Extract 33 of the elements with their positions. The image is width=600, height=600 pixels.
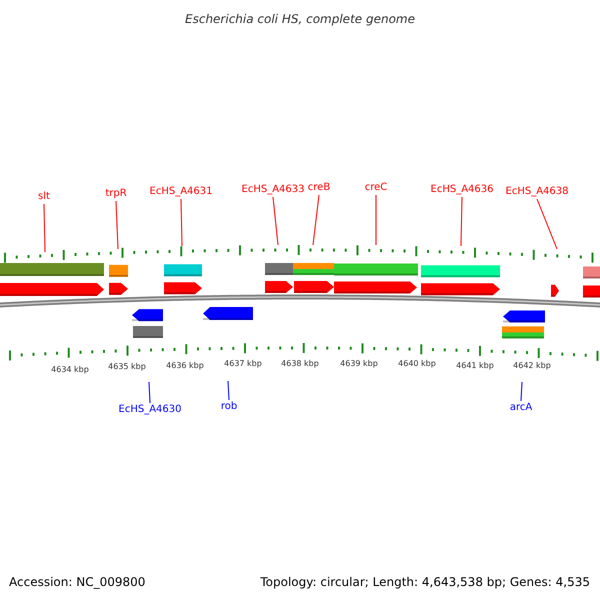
scale-label: 4639 kbp — [340, 359, 378, 369]
gene-label: rob — [220, 401, 238, 413]
gene-label: trpR — [105, 188, 127, 200]
leader-line — [44, 204, 46, 252]
scale-label: 4642 kbp — [513, 361, 551, 371]
leader-line — [116, 200, 118, 250]
scale-label: 4641 kbp — [456, 361, 494, 371]
leader-line — [536, 198, 558, 250]
scale-label: 4634 kbp — [51, 365, 89, 375]
scale-label: 4638 kbp — [281, 359, 319, 369]
gene-label: EcHS_A4630 — [118, 404, 182, 416]
gene-label: creC — [364, 182, 388, 194]
scale-label: 4636 kbp — [166, 361, 204, 371]
leader-line — [460, 196, 462, 246]
gene-label: arcA — [510, 402, 532, 414]
leader-line — [312, 194, 320, 246]
scale-label: 4635 kbp — [108, 362, 146, 372]
gene-label: creB — [308, 182, 330, 194]
leader-line — [148, 382, 150, 404]
gene-label: EcHS_A4631 — [150, 186, 212, 198]
gene-label: slt — [38, 191, 50, 203]
gene-label: EcHS_A4638 — [506, 186, 568, 198]
leader-line — [520, 382, 522, 402]
leader-line — [180, 198, 182, 246]
gene-label: EcHS_A4633 — [242, 184, 304, 196]
gene-label: EcHS_A4636 — [430, 184, 494, 196]
leader-line — [228, 380, 230, 400]
leader-line — [272, 196, 278, 246]
scale-label: 4640 kbp — [398, 359, 436, 369]
title: Escherichia coli HS, complete genome — [184, 11, 416, 28]
scale-label: 4637 kbp — [224, 359, 262, 369]
accession-text: Accession: NC_009800 — [9, 575, 146, 589]
genome-info-text: Topology: circular; Length: 4,643,538 bp; Genes: 4,535 — [260, 575, 590, 589]
